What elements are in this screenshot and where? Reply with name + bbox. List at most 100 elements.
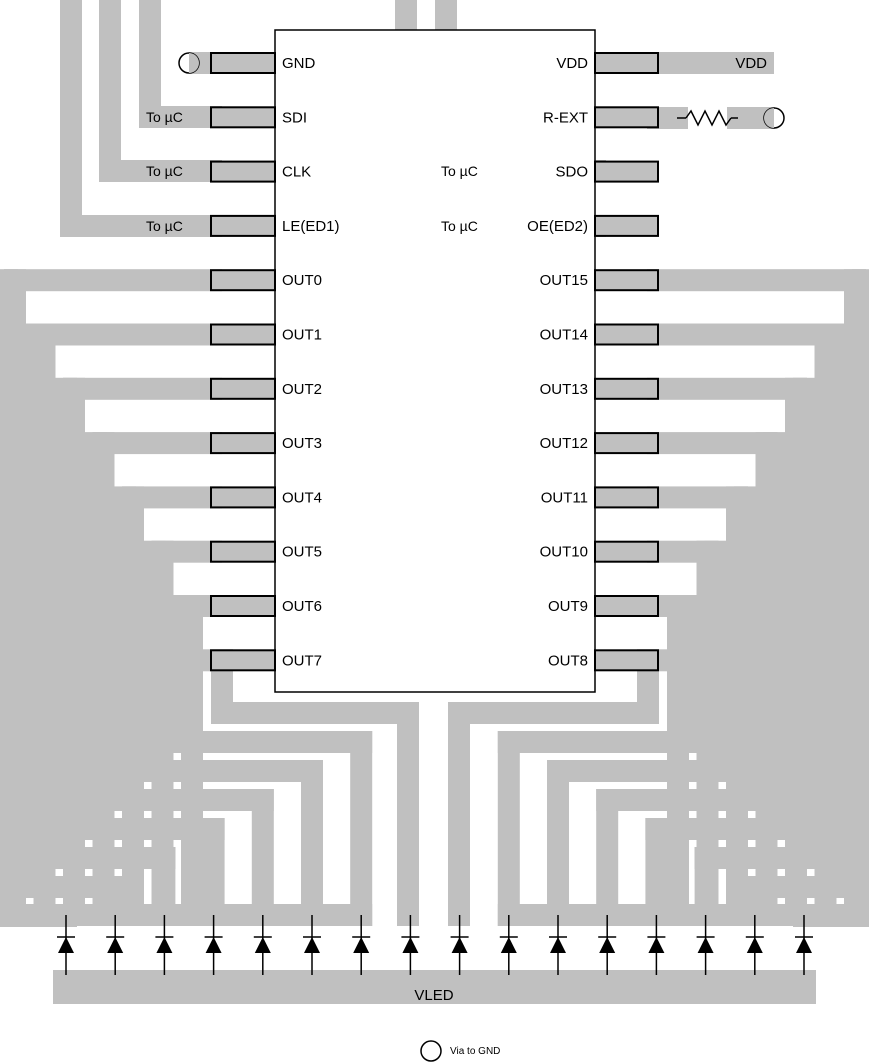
inner-right-trace [497, 731, 520, 926]
inner-left-trace [84, 818, 225, 840]
out-right-outer [647, 486, 748, 509]
left-pad [210, 432, 276, 455]
inner-right-trace [694, 847, 815, 869]
inner-left-trace [202, 818, 225, 926]
inner-left-trace [143, 760, 323, 782]
rext-via-trace [727, 107, 775, 129]
via-legend-label: Via to GND [450, 1046, 500, 1057]
diode-icon [254, 937, 271, 953]
inner-left-trace [55, 377, 77, 869]
vdd-net-label: VDD [735, 55, 767, 72]
inner-right-trace [596, 789, 619, 926]
left-pad [210, 540, 276, 563]
right-pin-label: OUT12 [540, 435, 588, 452]
diode-icon [353, 937, 370, 953]
out-right-outer [647, 323, 837, 346]
right-pin-label: OUT8 [548, 652, 588, 669]
left-pin-label: OUT3 [282, 435, 322, 452]
left-pin-label: OUT0 [282, 272, 322, 289]
out-left-outer [33, 323, 222, 346]
rext-via-half-icon [764, 108, 774, 128]
vled-label: VLED [414, 987, 453, 1004]
inner-left-trace [25, 876, 127, 898]
diode-icon [796, 937, 812, 953]
left-pin-label: LE(ED1) [282, 218, 340, 235]
diode-icon [205, 937, 222, 953]
sdi-trace [139, 0, 161, 128]
inner-right-trace [645, 818, 786, 840]
left-pad [210, 269, 276, 292]
gnd-via-half-icon [189, 53, 199, 73]
led-diodes [57, 915, 813, 975]
diode-icon [402, 937, 419, 953]
left-pin-label: CLK [282, 164, 311, 181]
inner-right-trace [497, 731, 697, 753]
inner-left-trace [114, 486, 136, 811]
right-pad [594, 269, 659, 292]
out-left-outer [92, 432, 222, 455]
right-pin-label: OUT13 [540, 381, 588, 398]
diode-icon [599, 937, 616, 953]
out7-trace [211, 702, 419, 724]
inner-left-trace [0, 269, 18, 927]
inner-right-trace [596, 789, 756, 811]
right-pin-label: OUT14 [540, 327, 588, 344]
right-pad [594, 486, 659, 509]
le-trace [60, 215, 222, 237]
inner-left-trace [104, 876, 127, 926]
diode-icon [304, 937, 320, 953]
right-pad [594, 214, 659, 237]
left-pad [210, 214, 276, 237]
left-pad [210, 160, 276, 183]
right-pin-label: OUT9 [548, 598, 588, 615]
to-uc-label: To µC [146, 109, 183, 125]
right-pad [594, 52, 659, 74]
left-pin-label: OUT5 [282, 544, 322, 561]
left-pin-label: SDI [282, 109, 307, 126]
clk-trace [99, 160, 222, 182]
right-pad [594, 377, 659, 400]
inner-left-trace [173, 595, 195, 753]
vled-bus [53, 970, 816, 1004]
inner-right-trace [743, 876, 845, 898]
out-right-outer [647, 432, 778, 455]
out7-trace [397, 702, 419, 926]
inner-right-trace [675, 595, 697, 753]
diode-icon [500, 937, 517, 953]
vdd-trace [647, 52, 774, 74]
diode-icon [58, 937, 74, 953]
left-pin-label: OUT7 [282, 652, 322, 669]
inner-right-trace [793, 377, 815, 869]
inner-left-trace [143, 540, 166, 782]
to-uc-label: To µC [146, 163, 183, 179]
left-pad [210, 377, 276, 400]
diode-icon [107, 937, 124, 953]
inner-right-trace [763, 432, 786, 840]
left-pad [210, 595, 276, 617]
inner-left-trace [114, 789, 274, 811]
clk-trace [99, 0, 121, 182]
resistor-icon [685, 109, 732, 127]
inner-right-trace [547, 760, 569, 926]
inner-right-trace [743, 876, 766, 926]
inner-right-trace [547, 760, 727, 782]
diode-icon [746, 937, 763, 953]
inner-right-trace [852, 269, 869, 927]
inner-left-trace [251, 789, 274, 926]
to-uc-label: To µC [146, 218, 183, 234]
left-pin-label: OUT4 [282, 489, 322, 506]
inner-left-trace [301, 760, 323, 926]
inner-left-trace [173, 731, 373, 753]
out-left-outer [4, 269, 222, 292]
right-pin-label: VDD [556, 55, 588, 72]
right-pin-label: OUT15 [540, 272, 588, 289]
left-pin-label: OUT2 [282, 381, 322, 398]
right-pad [594, 323, 659, 346]
inner-left-trace [25, 323, 48, 898]
diode-icon [451, 937, 468, 953]
right-pad [594, 106, 659, 129]
right-pin-label: OUT10 [540, 544, 588, 561]
inner-right-trace [704, 540, 727, 782]
